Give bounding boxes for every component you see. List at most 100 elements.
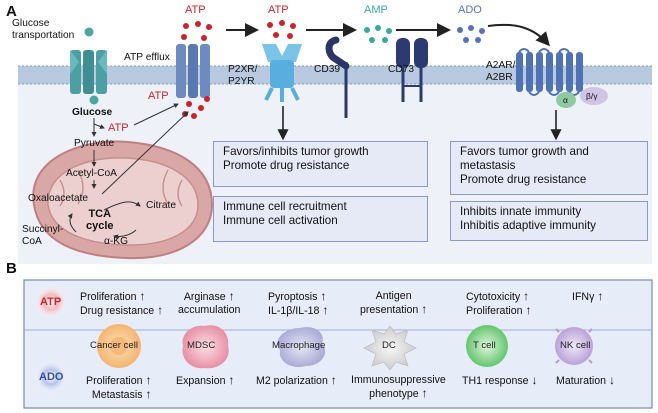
ado-effect-dc: Immunosuppressive phenotype ↑ bbox=[351, 374, 446, 401]
effect-text: IFNγ bbox=[572, 291, 595, 303]
ado-effect-t-cell: TH1 response ↓ bbox=[462, 374, 538, 388]
effect-text: accumulation bbox=[178, 304, 241, 316]
effect-text: Immunosuppressive bbox=[351, 374, 446, 386]
cell-name-nk-cell: NK cell bbox=[560, 340, 591, 351]
atp-label-efflux: ATP bbox=[185, 4, 206, 16]
atp-effect-dc: Antigen presentation ↑ bbox=[360, 290, 427, 317]
cell-name-dc: DC bbox=[382, 340, 396, 351]
atp-glow bbox=[34, 285, 68, 319]
arrow bbox=[487, 23, 550, 47]
up-arrow-icon: ↑ bbox=[228, 289, 235, 303]
ado-effect-macrophage: M2 polarization ↑ bbox=[256, 374, 337, 388]
ado-effect-box-tumor: Favors tumor growth and metastasis Promo… bbox=[450, 141, 648, 195]
box-line: Immune cell recruitment bbox=[223, 200, 347, 213]
atp-effect-box-immune: Immune cell recruitment Immune cell acti… bbox=[213, 196, 428, 242]
up-arrow-icon: ↑ bbox=[597, 289, 604, 303]
ado-effect-box-immune: Inhibits innate immunity Inhibitis adapt… bbox=[450, 201, 648, 241]
ado-effect-cancer: Proliferation ↑ Metastasis ↑ bbox=[86, 374, 151, 402]
effect-text: Proliferation bbox=[86, 375, 143, 387]
ado-glow bbox=[34, 360, 68, 394]
panel-b-label: B bbox=[6, 260, 17, 277]
atp-effect-nk-cell: IFNγ ↑ bbox=[572, 290, 603, 304]
effect-text: IL-1β/IL-18 bbox=[268, 305, 320, 317]
amp-label: AMP bbox=[364, 4, 388, 16]
up-arrow-icon: ↑ bbox=[139, 289, 146, 303]
amp-molecules bbox=[364, 25, 392, 43]
box-line: Immune cell activation bbox=[223, 214, 338, 227]
cell-name-cancer: Cancer cell bbox=[90, 340, 138, 351]
effect-text: Antigen bbox=[375, 290, 412, 302]
panel-a-label: A bbox=[6, 3, 17, 20]
atp-efflux-label: ATP efflux bbox=[124, 52, 170, 63]
up-arrow-icon: ↑ bbox=[320, 289, 327, 303]
atp-molecules bbox=[181, 20, 296, 119]
box-line: Inhibits innate immunity bbox=[460, 205, 582, 218]
atp-effect-macrophage: Pyroptosis ↑ IL-1β/IL-18 ↑ bbox=[268, 290, 328, 318]
acetyl-coa-label: Acetyl-CoA bbox=[66, 168, 117, 179]
up-arrow-icon: ↑ bbox=[145, 373, 152, 387]
mdsc-cell-shape bbox=[182, 325, 229, 369]
down-arrow-icon: ↓ bbox=[531, 373, 538, 387]
a2-receptor bbox=[516, 48, 608, 108]
cd39-label: CD39 bbox=[314, 64, 341, 75]
effect-text: Proliferation bbox=[466, 305, 523, 317]
effect-text: Maturation bbox=[556, 375, 607, 387]
atp-row-label: ATP bbox=[40, 296, 62, 308]
cell-name-t-cell: T cell bbox=[473, 340, 496, 351]
effect-text: Cytotoxicity bbox=[466, 291, 521, 303]
betagamma-subunit-label: β/γ bbox=[586, 91, 598, 101]
atp-effect-mdsc: Arginase ↑ accumulation bbox=[178, 290, 240, 317]
pyruvate-label: Pyruvate bbox=[74, 138, 115, 149]
cell-name-mdsc: MDSC bbox=[187, 340, 216, 351]
atp-label-receptor: ATP bbox=[268, 4, 289, 16]
mitochondrion bbox=[32, 140, 214, 260]
down-arrow-icon: ↓ bbox=[609, 373, 616, 387]
oxaloacetate-label: Oxaloacetate bbox=[28, 193, 89, 204]
atp-label-glycolysis: ATP bbox=[108, 122, 129, 134]
tca-cycle-label: TCA cycle bbox=[86, 208, 114, 232]
up-arrow-icon: ↑ bbox=[421, 302, 428, 316]
ado-label: ADO bbox=[458, 4, 482, 16]
macrophage-shape bbox=[277, 327, 326, 368]
effect-text: M2 polarization bbox=[256, 375, 328, 387]
box-line: Promote drug resistance bbox=[223, 159, 350, 172]
dc-shape bbox=[363, 325, 417, 371]
glucose-transport-label: Glucose transportation bbox=[12, 18, 75, 41]
effect-text: Proliferation bbox=[80, 291, 137, 303]
effect-text: Expansion bbox=[176, 375, 226, 387]
glucose-molecule bbox=[84, 27, 94, 37]
effect-text: TH1 response bbox=[462, 375, 529, 387]
effect-text: presentation bbox=[360, 304, 419, 316]
p2-receptor bbox=[262, 44, 302, 102]
cd73-label: CD73 bbox=[388, 64, 415, 75]
p2-receptor-label: P2XR/ P2YR bbox=[228, 64, 258, 87]
atp-effect-box-tumor: Favors/inhibits tumor growth Promote dru… bbox=[213, 141, 428, 187]
ado-effect-nk-cell: Maturation ↓ bbox=[556, 374, 615, 388]
cd73-enzyme bbox=[396, 38, 428, 102]
cell-name-macrophage: Macrophage bbox=[272, 340, 326, 351]
a2-receptor-label: A2AR/ A2BR bbox=[486, 60, 516, 83]
effect-text: Metastasis bbox=[91, 389, 143, 401]
cd39-enzyme bbox=[325, 36, 350, 118]
atp-efflux-channel bbox=[176, 44, 210, 98]
atp-label-cytoplasm: ATP bbox=[148, 90, 169, 102]
up-arrow-icon: ↑ bbox=[157, 303, 164, 317]
akg-label: α-KG bbox=[104, 236, 129, 247]
glucose-label: Glucose bbox=[72, 107, 113, 118]
t-cell-shape bbox=[466, 325, 508, 367]
succinyl-coa-label: Succinyl- CoA bbox=[22, 224, 64, 247]
up-arrow-icon: ↑ bbox=[523, 289, 530, 303]
up-arrow-icon: ↑ bbox=[145, 387, 152, 401]
effect-text: Arginase bbox=[183, 291, 226, 303]
ado-row-label: ADO bbox=[39, 371, 64, 383]
up-arrow-icon: ↑ bbox=[421, 386, 428, 400]
up-arrow-icon: ↑ bbox=[330, 373, 337, 387]
up-arrow-icon: ↑ bbox=[322, 303, 329, 317]
ado-molecules bbox=[457, 25, 485, 43]
cancer-cell-shape bbox=[97, 324, 141, 368]
atp-effect-t-cell: Cytotoxicity ↑ Proliferation ↑ bbox=[466, 290, 531, 318]
box-line: Favors tumor growth and bbox=[460, 145, 589, 158]
up-arrow-icon: ↑ bbox=[525, 303, 532, 317]
